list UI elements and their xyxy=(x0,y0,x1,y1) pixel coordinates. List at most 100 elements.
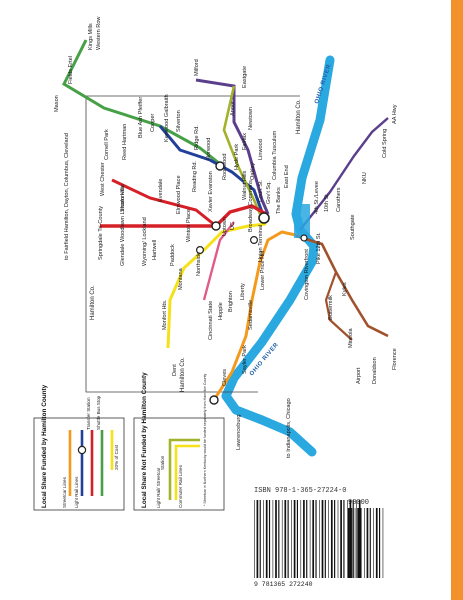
barcode-bar xyxy=(379,508,381,578)
barcode-bar xyxy=(278,500,280,578)
station-brighton: Brighton xyxy=(228,291,234,312)
station-court-st: Court St. xyxy=(258,179,264,202)
station-nku: NKU xyxy=(362,172,368,184)
barcode-bar xyxy=(284,500,287,578)
barcode-bar xyxy=(348,508,350,578)
barcode-bar xyxy=(330,500,333,578)
barcode-bar xyxy=(375,508,378,578)
station-carothers: Carothers xyxy=(336,187,342,212)
barcode-price-bars xyxy=(348,508,384,578)
station-walnut-hills: Walnut Hills xyxy=(242,170,248,200)
legend-funded-item-3: Shuttle Bus Stop xyxy=(96,395,101,430)
barcode-bar xyxy=(358,500,361,578)
station-buttermilk: Buttermilk xyxy=(328,295,334,320)
station-norwood: Norwood xyxy=(206,138,212,160)
barcode-bar xyxy=(272,500,274,578)
station-govt-sq: Gov't Sq. xyxy=(266,181,272,204)
station-blue-ash: Blue Ash Pfeiffer xyxy=(138,97,144,138)
legend-funded-item-4: 20% of Cost xyxy=(114,444,119,470)
station-mason: Mason xyxy=(54,95,60,112)
station-kyles: Kyles xyxy=(342,282,348,296)
pink-line xyxy=(202,221,235,301)
legend-not-funded-item-2: Station xyxy=(160,455,165,470)
station-oakley: Oakley xyxy=(250,162,256,180)
barcode-bar xyxy=(321,500,324,578)
barcode-bar xyxy=(354,508,356,578)
station-hartwell: Hartwell xyxy=(152,240,158,260)
barcode-bar xyxy=(287,500,289,578)
barcode-bar xyxy=(340,500,342,578)
station-donaldson: Donaldson xyxy=(372,357,378,384)
station-silverton: Silverton xyxy=(176,110,182,132)
purple-ky-line xyxy=(299,117,389,231)
station-kings-mills: Kings Mills xyxy=(88,23,94,50)
station-mineola: Mineola xyxy=(348,328,354,348)
county-label-east: Hamilton Co. xyxy=(296,99,302,134)
legend-funded-title: Local Share Funded by Hamilton County xyxy=(41,384,48,508)
station-cold-spring: Cold Spring xyxy=(382,129,388,158)
station-east-end: East End xyxy=(284,165,290,188)
station-airport: Airport xyxy=(356,367,362,384)
legend-funded-item-2: Transfer Station xyxy=(86,397,91,430)
barcode-bar xyxy=(324,500,326,578)
station-liberty: Liberty xyxy=(240,283,246,300)
legend-funded-item-1: Light Rail Lines xyxy=(74,476,79,508)
station-reading-rd: Reading Rd. xyxy=(192,160,198,192)
barcode-bar xyxy=(364,508,365,578)
station-cornell-park: Cornell Park xyxy=(104,129,110,160)
legend-not-funded-note: * Streetcar in Northern Kentucky would b… xyxy=(203,374,207,506)
station-anoor: Anoor xyxy=(230,101,236,116)
station-southgate: Southgate xyxy=(350,214,356,240)
barcode-bar xyxy=(256,500,259,578)
station-price-hill: Lower Price Hill xyxy=(260,251,266,290)
station-springdale: Springdale Tri-County xyxy=(98,206,104,260)
olive-line xyxy=(222,85,262,215)
barcode-bar xyxy=(328,500,329,578)
ohio-river xyxy=(221,55,335,457)
station-milford: Milford xyxy=(194,59,200,76)
barcode-bar xyxy=(306,500,308,578)
station-wyoming: Wyoming/ Lockland xyxy=(142,217,148,266)
station-west-chester: West Chester xyxy=(100,162,106,196)
station-winton-place: Winton Place xyxy=(186,209,192,242)
station-newtown: Newtown xyxy=(248,107,254,130)
barcode-bar xyxy=(259,500,261,578)
station-eastgate: Eastgate xyxy=(242,66,248,88)
barcode-bar xyxy=(349,500,352,578)
purple-line xyxy=(195,78,270,215)
station-ridge-rd: Ridge Rd. xyxy=(194,125,200,150)
station-labels: Kings Mills Western Row Mason Fields Ert… xyxy=(54,16,398,458)
barcode-bar xyxy=(265,500,268,578)
station-cincinnati-state: Cincinnati State xyxy=(208,301,214,340)
station-xavier: Xavier Evanston xyxy=(208,171,214,212)
airport-line xyxy=(324,271,353,341)
barcode-bar xyxy=(263,500,264,578)
county-boundary xyxy=(85,95,300,393)
station-monfort-hts: Monfort Hts. xyxy=(162,299,168,330)
station-cooper: Cooper xyxy=(150,114,156,132)
barcode-bar xyxy=(351,508,353,578)
county-label-south: Hamilton Co. xyxy=(180,357,186,392)
station-sayler-park: Sayler Park xyxy=(242,345,248,374)
station-rookwood: Rookwood xyxy=(222,154,228,180)
barcode-bar xyxy=(268,500,271,578)
legend-not-funded-item-0: Light Rail/ Streetcar xyxy=(156,467,161,508)
barcode-bar xyxy=(337,500,339,578)
station-sedamsville: Sedamsville xyxy=(248,300,254,330)
barcode-bar xyxy=(275,500,277,578)
station-montana: Montana xyxy=(178,267,184,290)
station-covington: Covington Riverfront xyxy=(304,249,310,300)
station-glendale: Glendale Woodlawn Lincoln Hts. xyxy=(120,185,126,266)
station-indianapolis: to Indianapolis, Chicago xyxy=(286,398,292,458)
station-elmwood-place: Elmwood Place xyxy=(176,175,182,214)
red-branch xyxy=(111,178,217,228)
county-label-west: Hamilton Co. xyxy=(90,285,96,320)
barcode-bar xyxy=(300,500,302,578)
station-aa-hwy: AA Hwy xyxy=(392,104,398,124)
barcode-bar xyxy=(296,500,298,578)
station-reed-hartman: Reed Hartman xyxy=(122,124,128,160)
orange-line xyxy=(212,230,301,401)
station-pike: Pike 12th St. xyxy=(316,232,322,264)
station-uc: UC xyxy=(230,222,236,230)
station-the-banks: The Banks xyxy=(276,187,282,214)
